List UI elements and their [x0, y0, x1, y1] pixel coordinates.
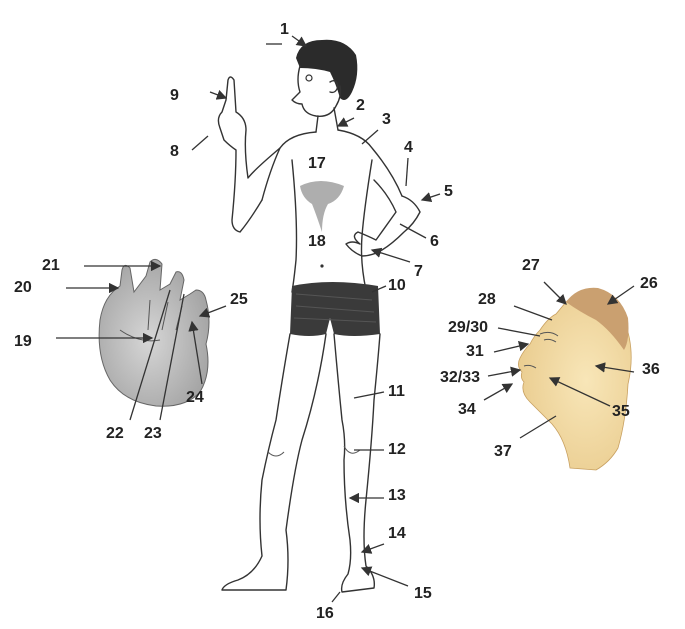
label-27: 27: [522, 257, 540, 274]
chest-hair: [300, 181, 344, 232]
label-2: 2: [356, 97, 365, 114]
label-29-30: 29/30: [448, 319, 488, 336]
label-10: 10: [388, 277, 406, 294]
label-22: 22: [106, 425, 124, 442]
label-32-33: 32/33: [440, 369, 480, 386]
raised-arm: [218, 77, 280, 232]
label-35: 35: [612, 403, 630, 420]
label-31: 31: [466, 343, 484, 360]
label-4: 4: [404, 139, 413, 156]
label-18: 18: [308, 233, 326, 250]
label-23: 23: [144, 425, 162, 442]
hand-shape: [99, 259, 209, 406]
label-21: 21: [42, 257, 60, 274]
label-6: 6: [430, 233, 439, 250]
label-12: 12: [388, 441, 406, 458]
eye: [306, 75, 312, 81]
label-26: 26: [640, 275, 658, 292]
label-19: 19: [14, 333, 32, 350]
label-24: 24: [186, 389, 204, 406]
torso: [262, 130, 402, 292]
label-16: 16: [316, 605, 334, 622]
label-28: 28: [478, 291, 496, 308]
label-20: 20: [14, 279, 32, 296]
label-36: 36: [642, 361, 660, 378]
label-5: 5: [444, 183, 453, 200]
label-37: 37: [494, 443, 512, 460]
hair: [296, 40, 357, 100]
label-25: 25: [230, 291, 248, 308]
label-13: 13: [388, 487, 406, 504]
navel: [320, 264, 323, 267]
label-7: 7: [414, 263, 423, 280]
label-11: 11: [388, 383, 405, 400]
face-profile-illustration: [518, 288, 631, 470]
legs: [222, 334, 380, 592]
label-3: 3: [382, 111, 391, 128]
label-9: 9: [170, 87, 179, 104]
label-1: 1: [280, 21, 289, 38]
hand-illustration: [99, 259, 209, 406]
label-34: 34: [458, 401, 476, 418]
neck: [316, 108, 338, 132]
label-14: 14: [388, 525, 406, 542]
arm-on-hip: [346, 180, 420, 256]
label-17: 17: [308, 155, 326, 172]
label-8: 8: [170, 143, 179, 160]
label-15: 15: [414, 585, 432, 602]
